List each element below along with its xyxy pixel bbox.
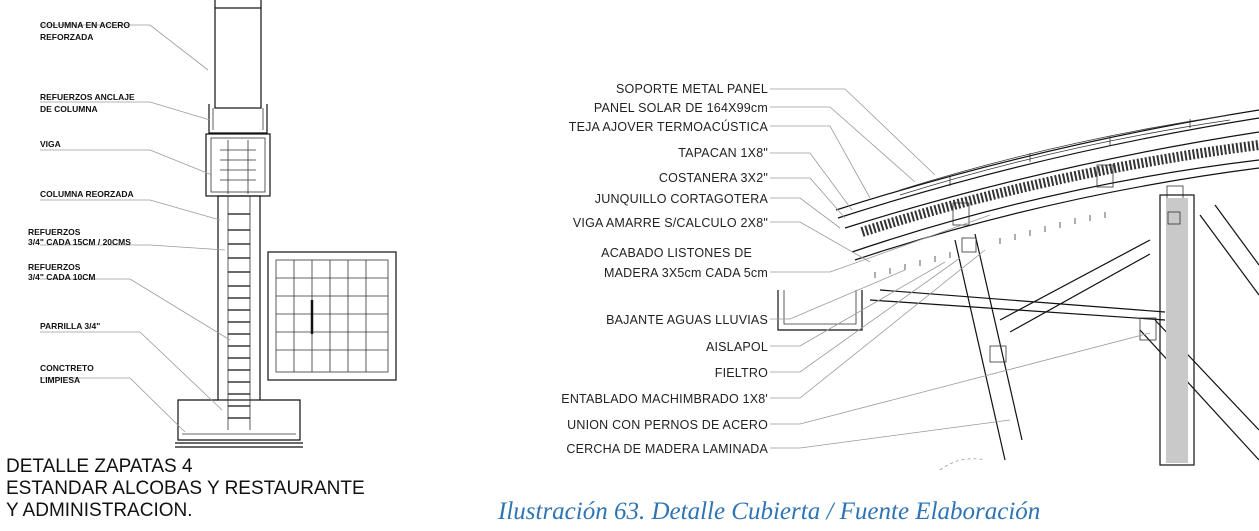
svg-text:ACABADO LISTONES DE: ACABADO LISTONES DE [601, 246, 752, 260]
svg-text:VIGA: VIGA [40, 139, 61, 149]
label-lean-concrete-2: LIMPIESA [40, 375, 80, 385]
label-felt: FIELTRO [715, 366, 768, 380]
label-solar-panel: PANEL SOLAR DE 164X99cm [594, 101, 768, 115]
svg-text:REFUERZOS: REFUERZOS [28, 262, 81, 272]
svg-text:DE COLUMNA: DE COLUMNA [40, 104, 98, 114]
footing-detail-drawing: COLUMNA EN ACERO REFORZADA REFUERZOS ANC… [28, 0, 397, 448]
label-reinforcement-10cm: REFUERZOS [28, 262, 81, 272]
reinforcement-grid-plan [267, 251, 397, 381]
label-steel-column: COLUMNA EN ACERO [40, 20, 130, 30]
anchor-reinforcement [208, 104, 268, 134]
svg-text:CONCTRETO: CONCTRETO [40, 363, 94, 373]
svg-text:UNION CON PERNOS DE ACERO: UNION CON PERNOS DE ACERO [567, 418, 768, 432]
svg-text:SOPORTE METAL PANEL: SOPORTE METAL PANEL [616, 82, 768, 96]
label-beam: VIGA [40, 139, 61, 149]
svg-text:VIGA AMARRE S/CALCULO 2X8": VIGA AMARRE S/CALCULO 2X8" [573, 216, 768, 230]
footing [177, 399, 301, 441]
label-tongue-groove-boards: ENTABLADO MACHIMBRADO 1X8' [561, 392, 768, 406]
footing-title-line-2: ESTANDAR ALCOBAS Y RESTAURANTE [6, 478, 365, 499]
svg-text:REFUERZOS: REFUERZOS [28, 227, 81, 237]
label-glulam-truss: CERCHA DE MADERA LAMINADA [566, 442, 768, 456]
svg-text:CERCHA DE MADERA LAMINADA: CERCHA DE MADERA LAMINADA [566, 442, 768, 456]
label-aislapol: AISLAPOL [706, 340, 768, 354]
svg-text:3/4" CADA 10CM: 3/4" CADA 10CM [28, 272, 95, 282]
label-reinforcement-15cm-2: 3/4" CADA 15CM / 20CMS [28, 237, 131, 247]
svg-text:3/4" CADA 15CM / 20CMS: 3/4" CADA 15CM / 20CMS [28, 237, 131, 247]
label-reinforcement-15cm: REFUERZOS [28, 227, 81, 237]
label-lean-concrete: CONCTRETO [40, 363, 94, 373]
footing-title-line-3: Y ADMINISTRACION. [6, 500, 193, 521]
footing-title: DETALLE ZAPATAS 4 ESTANDAR ALCOBAS Y RES… [6, 456, 365, 522]
label-anchor-reinforcement: REFUERZOS ANCLAJE [40, 92, 135, 102]
svg-text:PARRILLA 3/4": PARRILLA 3/4" [40, 321, 100, 331]
label-reinforced-column: COLUMNA REORZADA [40, 189, 134, 199]
roof-detail-drawing: SOPORTE METAL PANEL PANEL SOLAR DE 164X9… [561, 82, 1259, 471]
steel-column [214, 7, 262, 109]
svg-text:REFUERZOS ANCLAJE: REFUERZOS ANCLAJE [40, 92, 135, 102]
svg-text:COLUMNA REORZADA: COLUMNA REORZADA [40, 189, 134, 199]
svg-text:COLUMNA EN ACERO: COLUMNA EN ACERO [40, 20, 130, 30]
label-grid: PARRILLA 3/4" [40, 321, 100, 331]
label-tie-beam: VIGA AMARRE S/CALCULO 2X8" [573, 216, 768, 230]
svg-text:PANEL SOLAR DE 164X99cm: PANEL SOLAR DE 164X99cm [594, 101, 768, 115]
beam [205, 133, 271, 197]
reinforced-column [217, 195, 261, 401]
svg-text:JUNQUILLO CORTAGOTERA: JUNQUILLO CORTAGOTERA [595, 192, 769, 206]
label-anchor-reinforcement-2: DE COLUMNA [40, 104, 98, 114]
label-wood-slats: ACABADO LISTONES DE [601, 246, 752, 260]
label-thermoacoustic-tile: TEJA AJOVER TERMOACÚSTICA [569, 119, 769, 134]
svg-text:TEJA AJOVER TERMOACÚSTICA: TEJA AJOVER TERMOACÚSTICA [569, 119, 769, 134]
label-fascia: TAPACAN 1X8" [678, 146, 768, 160]
label-reinforcement-10cm-2: 3/4" CADA 10CM [28, 272, 95, 282]
label-steel-bolt-joint: UNION CON PERNOS DE ACERO [567, 418, 768, 432]
bolted-connections [961, 211, 1181, 363]
svg-text:REFORZADA: REFORZADA [40, 32, 93, 42]
label-metal-panel-support: SOPORTE METAL PANEL [616, 82, 768, 96]
label-steel-column-2: REFORZADA [40, 32, 93, 42]
svg-text:MADERA 3X5cm CADA 5cm: MADERA 3X5cm CADA 5cm [604, 266, 768, 280]
label-wood-slats-2: MADERA 3X5cm CADA 5cm [604, 266, 768, 280]
label-drip-edge: JUNQUILLO CORTAGOTERA [595, 192, 769, 206]
svg-text:AISLAPOL: AISLAPOL [706, 340, 768, 354]
svg-text:LIMPIESA: LIMPIESA [40, 375, 80, 385]
svg-text:ENTABLADO MACHIMBRADO 1X8': ENTABLADO MACHIMBRADO 1X8' [561, 392, 768, 406]
figure-caption: Ilustración 63. Detalle Cubierta / Fuent… [498, 498, 1041, 525]
svg-text:COSTANERA 3X2": COSTANERA 3X2" [659, 171, 768, 185]
label-rain-downpipe: BAJANTE AGUAS LLUVIAS [606, 313, 768, 327]
svg-text:BAJANTE AGUAS LLUVIAS: BAJANTE AGUAS LLUVIAS [606, 313, 768, 327]
svg-text:FIELTRO: FIELTRO [715, 366, 768, 380]
svg-text:TAPACAN 1X8": TAPACAN 1X8" [678, 146, 768, 160]
label-purlin: COSTANERA 3X2" [659, 171, 768, 185]
insulation-layer [860, 140, 1259, 237]
glulam-post [1159, 194, 1195, 466]
footing-title-line-1: DETALLE ZAPATAS 4 [6, 456, 193, 477]
